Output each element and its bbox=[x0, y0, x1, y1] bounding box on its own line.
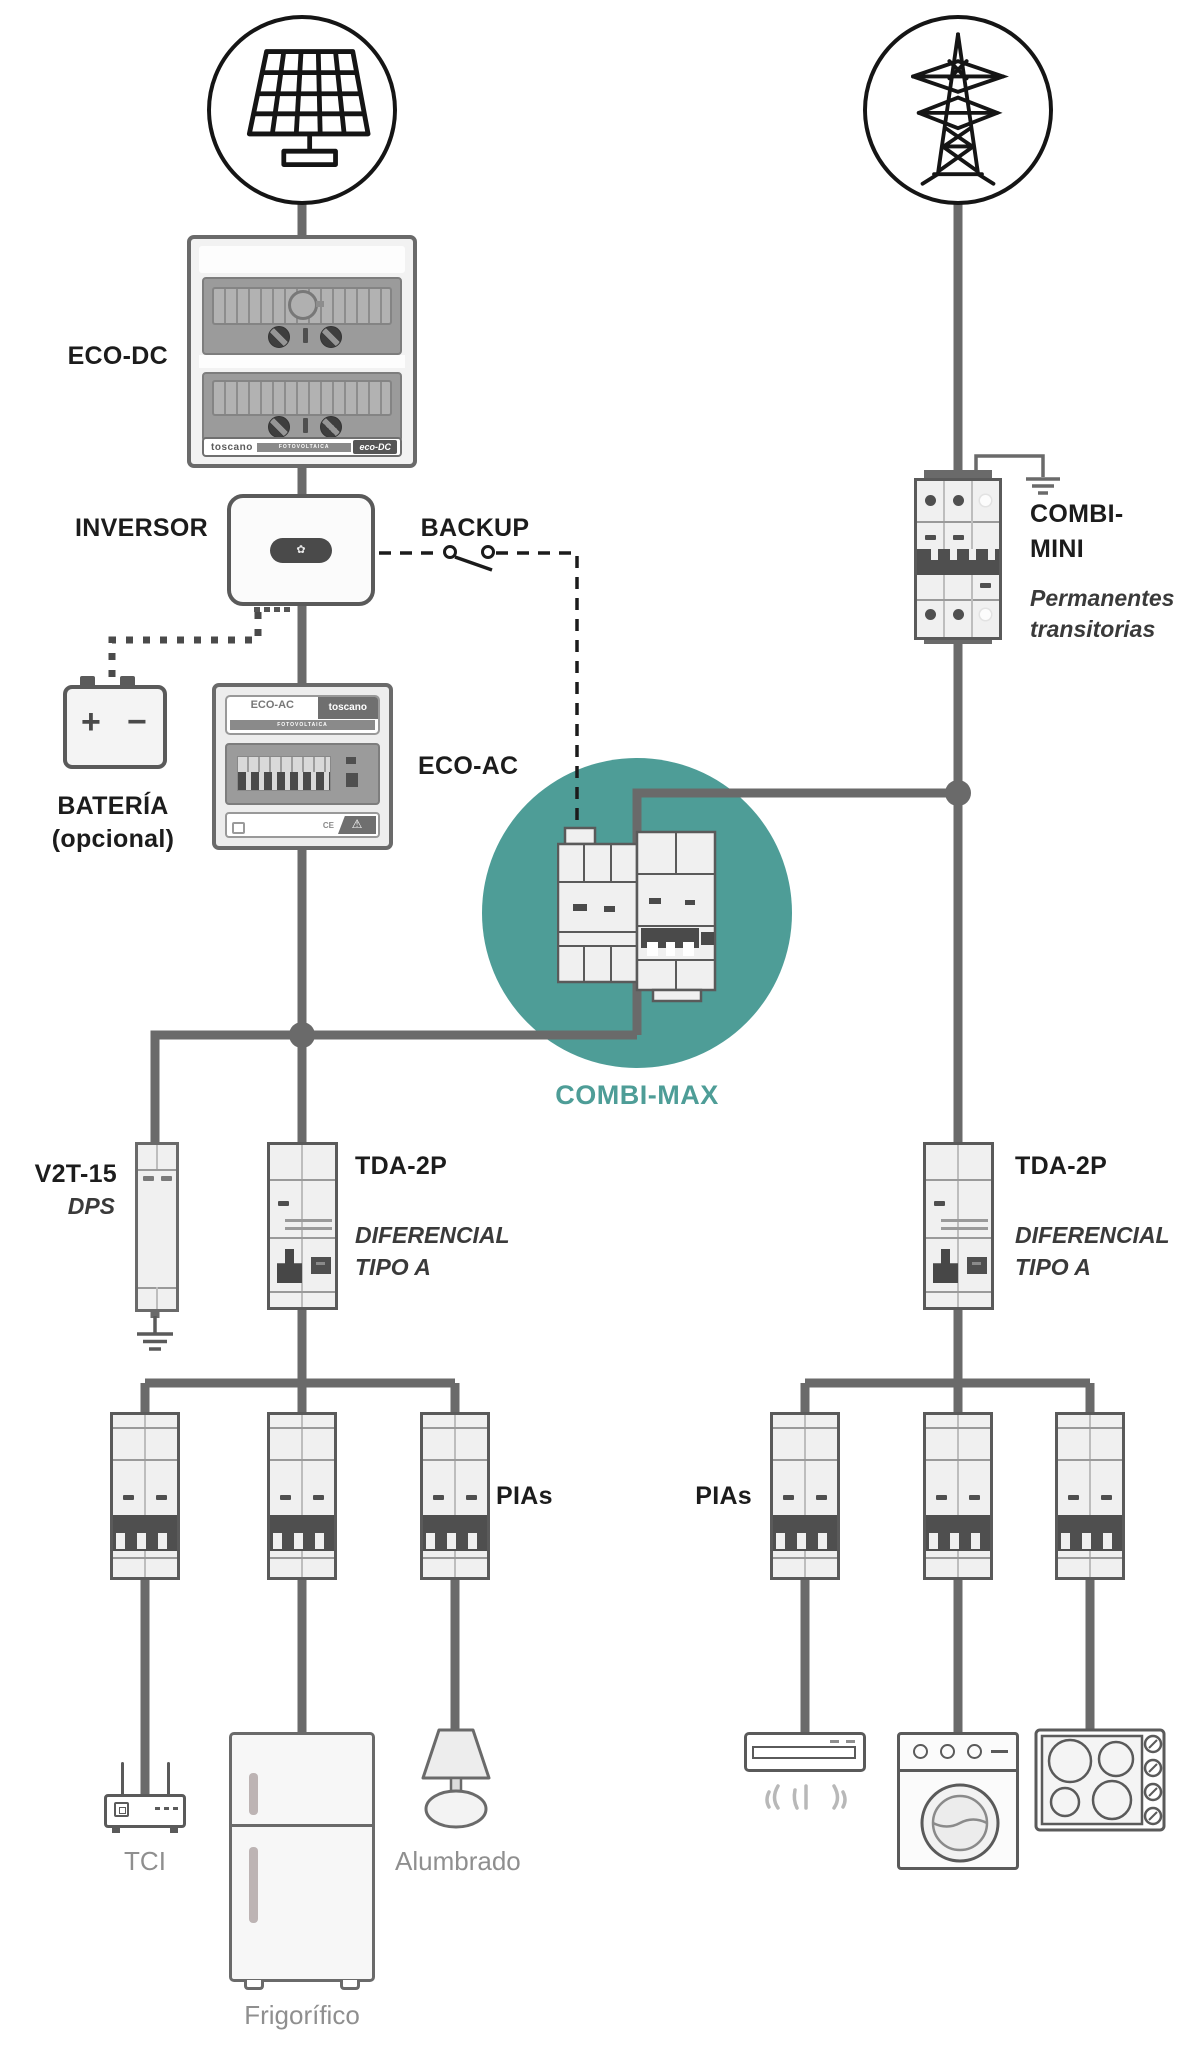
antenna-icon bbox=[121, 1762, 124, 1796]
pia-breaker bbox=[1055, 1412, 1125, 1580]
eco-dc-nameplate: toscano FOTOVOLTAICA eco-DC bbox=[202, 437, 402, 457]
cooktop-icon bbox=[1034, 1728, 1166, 1832]
tci-label: TCI bbox=[124, 1846, 166, 1876]
inverter-device: ✿ bbox=[227, 494, 375, 606]
tda-left-label: TDA-2P bbox=[355, 1152, 448, 1180]
pia-breaker bbox=[923, 1412, 993, 1580]
battery-comm-line bbox=[108, 612, 262, 678]
junction-dot-right bbox=[945, 780, 971, 806]
v2t-15-dps-device bbox=[135, 1142, 179, 1312]
junction-dot-left bbox=[289, 1022, 315, 1048]
solar-panel-icon bbox=[207, 15, 397, 205]
tda-2p-breaker-right bbox=[923, 1142, 994, 1310]
combi-mini-device bbox=[914, 478, 1002, 640]
tda-right-label: TDA-2P bbox=[1015, 1152, 1108, 1180]
battery-icon: + − bbox=[63, 685, 167, 769]
pia-breaker bbox=[110, 1412, 180, 1580]
pia-breaker bbox=[420, 1412, 490, 1580]
ce-mark: CE bbox=[322, 821, 334, 830]
knob-icon bbox=[320, 326, 342, 348]
brand-subtext: FOTOVOLTAICA bbox=[256, 442, 352, 452]
combi-max-device bbox=[557, 826, 717, 1003]
breaker-handle bbox=[277, 1249, 302, 1283]
air-conditioner-icon bbox=[744, 1732, 866, 1772]
airflow-icon bbox=[765, 1784, 847, 1810]
tda-right-type-line2: TIPO A bbox=[1015, 1254, 1091, 1280]
fridge-foot bbox=[340, 1980, 360, 1990]
fridge-icon bbox=[229, 1732, 375, 1982]
pias-right-label: PIAs bbox=[695, 1482, 752, 1510]
eco-dc-section-1 bbox=[202, 277, 402, 355]
tda-2p-breaker-left bbox=[267, 1142, 338, 1310]
eco-ac-nameplate: ECO-AC toscano FOTOVOLTAICA bbox=[225, 695, 380, 735]
power-tower-icon bbox=[863, 15, 1053, 205]
bateria-label: BATERÍA (opcional) bbox=[51, 792, 175, 853]
eco-ac-breaker-row bbox=[225, 743, 380, 805]
breaker-handle bbox=[933, 1249, 958, 1283]
logo-mark-icon bbox=[232, 822, 245, 834]
frigorifico-label: Frigorífico bbox=[244, 2000, 360, 2030]
breaker-handle-band bbox=[423, 1515, 487, 1551]
v2t-label: V2T-15 bbox=[34, 1160, 117, 1188]
backup-label: BACKUP bbox=[420, 514, 530, 542]
washer-door-icon bbox=[920, 1783, 1000, 1863]
ground-icon bbox=[974, 454, 1060, 495]
inversor-label: INVERSOR bbox=[75, 514, 208, 542]
tda-left-type-line2: TIPO A bbox=[355, 1254, 431, 1280]
tci-router-icon bbox=[104, 1794, 186, 1828]
inverter-logo-icon: ✿ bbox=[270, 538, 332, 563]
brand-text: toscano bbox=[317, 697, 378, 719]
pia-breaker bbox=[267, 1412, 337, 1580]
rotary-dial-icon bbox=[288, 290, 324, 320]
pia-breaker bbox=[770, 1412, 840, 1580]
eco-dc-section-2 bbox=[202, 372, 402, 442]
knob-icon bbox=[320, 416, 342, 438]
model-badge: eco-DC bbox=[353, 440, 397, 454]
plus-icon: + bbox=[81, 703, 101, 741]
combi-mini-label-line1: COMBI- bbox=[1030, 500, 1124, 528]
fridge-foot bbox=[244, 1980, 264, 1990]
tda-right-type-line1: DIFERENCIAL bbox=[1015, 1222, 1170, 1248]
router-foot bbox=[170, 1826, 178, 1833]
tda-left-type-line1: DIFERENCIAL bbox=[355, 1222, 510, 1248]
brand-subtext: FOTOVOLTAICA bbox=[230, 720, 375, 730]
knob-icon bbox=[268, 326, 290, 348]
alumbrado-label: Alumbrado bbox=[395, 1846, 521, 1876]
brand-text: toscano bbox=[211, 441, 253, 453]
combi-mini-label-line2: MINI bbox=[1030, 535, 1084, 563]
breaker-handle-band bbox=[1058, 1515, 1122, 1551]
v2t-type-label: DPS bbox=[67, 1193, 115, 1219]
lamp-icon bbox=[421, 1728, 491, 1829]
washing-machine-icon bbox=[897, 1732, 1019, 1870]
router-foot bbox=[112, 1826, 120, 1833]
breaker-handle-band bbox=[113, 1515, 177, 1551]
breaker-handle-band bbox=[773, 1515, 837, 1551]
antenna-icon bbox=[167, 1762, 170, 1796]
combi-mini-type-line1: Permanentes bbox=[1030, 585, 1175, 611]
combi-mini-type-line2: transitorias bbox=[1030, 616, 1156, 642]
combi-mini-cap bbox=[924, 470, 992, 480]
eco-dc-box: toscano FOTOVOLTAICA eco-DC bbox=[187, 235, 417, 468]
eco-ac-box: ECO-AC toscano FOTOVOLTAICA CE ⚠ bbox=[212, 683, 393, 850]
pias-left-label: PIAs bbox=[496, 1482, 553, 1510]
knob-icon bbox=[268, 416, 290, 438]
eco-ac-bottom-strip: CE ⚠ bbox=[225, 812, 380, 838]
ground-icon bbox=[137, 1316, 173, 1351]
panel-name: ECO-AC bbox=[250, 699, 294, 711]
breaker-handle-band bbox=[926, 1515, 990, 1551]
eco-ac-label: ECO-AC bbox=[418, 752, 519, 780]
breaker-handle-band bbox=[270, 1515, 334, 1551]
test-button bbox=[311, 1257, 331, 1274]
minus-icon: − bbox=[127, 703, 147, 741]
inverter-vents bbox=[254, 607, 290, 612]
breaker-handle-band bbox=[917, 549, 999, 575]
eco-dc-label: ECO-DC bbox=[67, 342, 168, 370]
test-button bbox=[967, 1257, 987, 1274]
backup-switch-icon bbox=[379, 545, 579, 826]
eco-dc-top-strip bbox=[199, 246, 405, 273]
combi-max-label: COMBI-MAX bbox=[555, 1080, 719, 1110]
warning-icon: ⚠ bbox=[338, 816, 376, 834]
